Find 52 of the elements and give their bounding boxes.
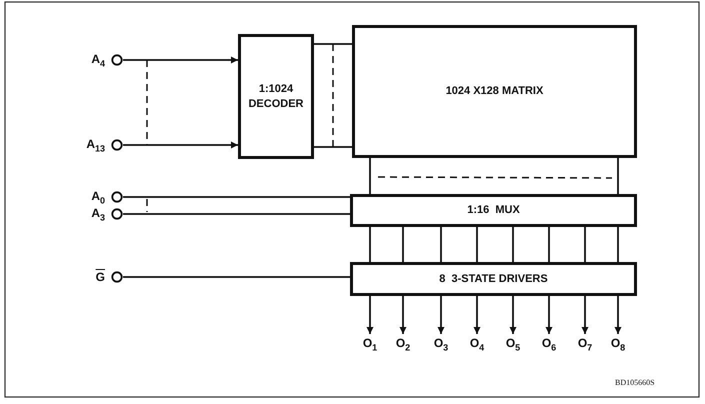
connector [123,276,350,278]
logic-block [350,262,637,296]
pin-label: A$_{3}$ [91,206,105,222]
connector [314,146,352,148]
input-pin [91,53,123,67]
output-label: O$_{4}$ [465,336,489,352]
connector [548,227,550,262]
memory-matrix-block [352,25,637,158]
connector [369,227,371,262]
connector [512,227,514,262]
output-label: O$_{1}$ [358,336,382,352]
connector [402,227,404,262]
connector [614,296,622,334]
connector [474,296,480,334]
connector [440,227,442,262]
block-label: 1024 X128 MATRIX [446,84,544,99]
logic-block [238,34,314,159]
output-label: O$_{5}$ [501,336,525,352]
connector [582,296,588,334]
input-pin [86,138,123,152]
connector [314,43,352,45]
connector [123,56,238,64]
block-label: 1:1024 DECODER [247,82,304,112]
connector [584,227,586,262]
connector [476,227,478,262]
output-label: O$_{7}$ [573,336,597,352]
connector [617,227,619,262]
input-pin [91,207,123,221]
output-label: O$_{6}$ [537,336,561,352]
connector [366,296,374,334]
connector [123,196,350,198]
output-label: O$_{3}$ [429,336,453,352]
input-pin [91,190,123,204]
connector [123,142,238,148]
document-code: BD105660S [615,378,655,387]
block-label: 1:16 MUX [467,203,520,218]
pin-label: A$_{4}$ [91,52,105,68]
connector [438,296,444,334]
pin-label: A$_{0}$ [91,188,105,206]
pin-label: A$_{13}$ [86,136,105,154]
connector [617,158,619,194]
block-label: 8 3-STATE DRIVERS [439,272,548,286]
connector [510,296,516,334]
logic-block [350,194,637,227]
connector [123,213,350,215]
pin-label: G [96,270,105,284]
output-label: O$_{8}$ [606,336,630,352]
connector [369,158,371,194]
connector [400,296,406,334]
input-pin [96,270,123,284]
output-label: O$_{2}$ [391,336,415,352]
connector [546,296,552,334]
